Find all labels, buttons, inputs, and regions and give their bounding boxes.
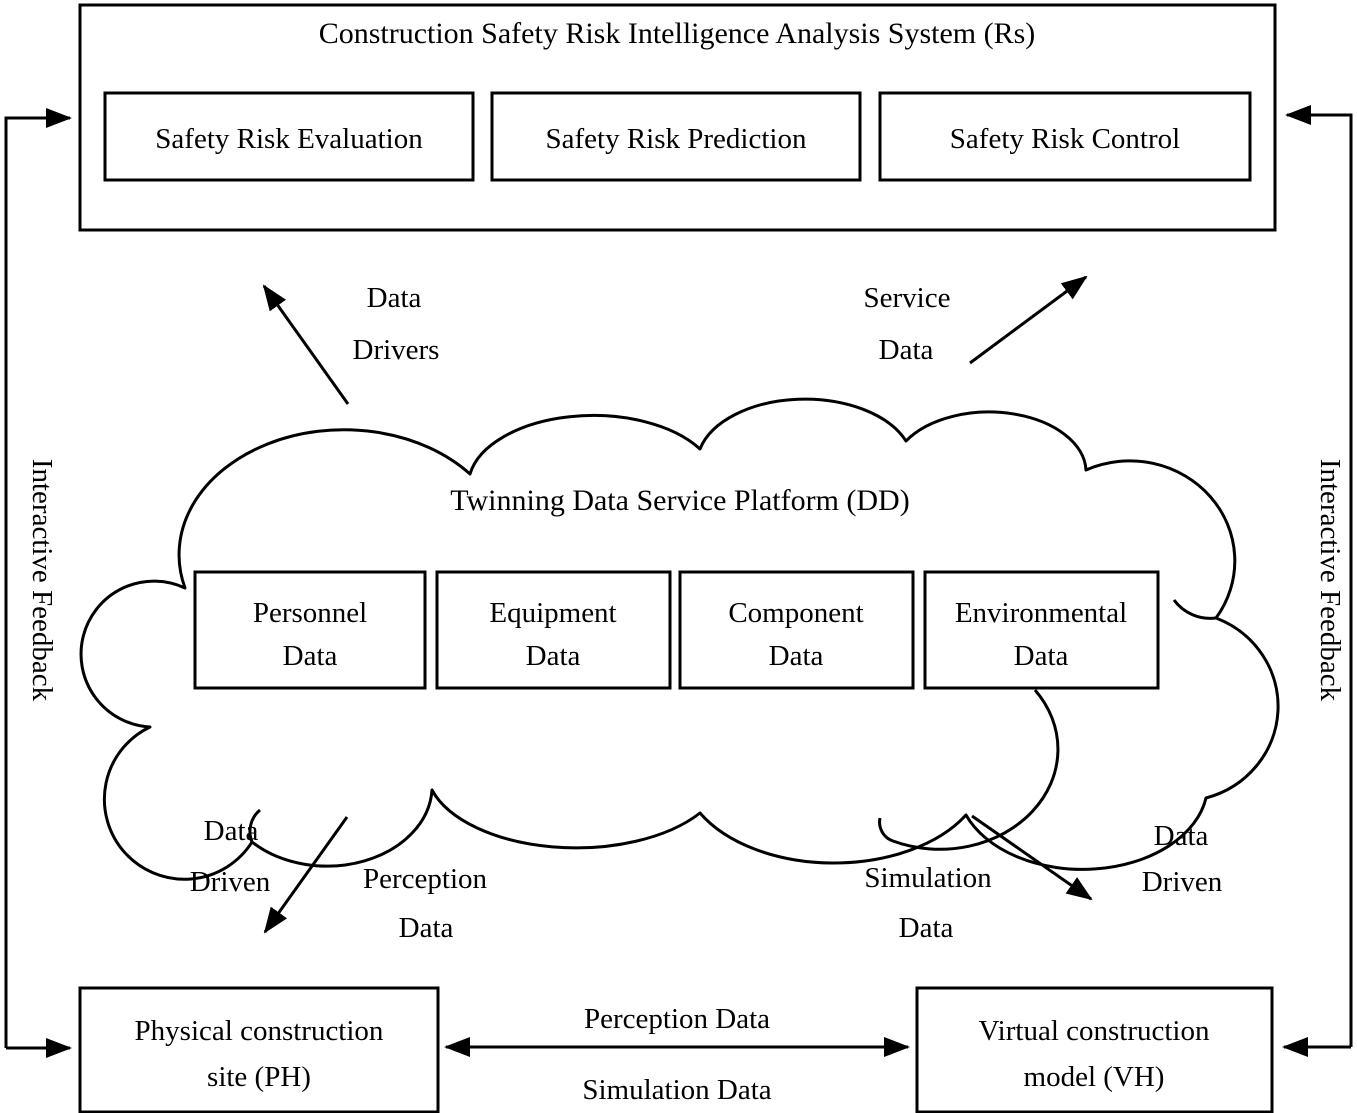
environmental-data-box (923, 570, 1160, 690)
simulation-data-horizontal-label: Simulation Data (582, 1074, 771, 1106)
virtual-model-label-line1: Virtual construction (978, 1015, 1210, 1047)
perception-data-down-label-line2: Data (399, 912, 454, 944)
data-driven-left-label-line2: Driven (190, 866, 271, 898)
simulation-data-down-label-line2: Data (899, 912, 954, 944)
cloud-to-system-flows: Data Drivers Service Data (262, 275, 1088, 405)
analysis-system-container: Construction Safety Risk Intelligence An… (78, 3, 1277, 232)
data-driven-right-arrow (971, 814, 1093, 901)
interactive-feedback-right-label: Interactive Feedback (1314, 459, 1346, 702)
safety-risk-control-box (878, 91, 1252, 182)
component-data-box (678, 570, 915, 690)
component-data-label-line2: Data (769, 640, 824, 672)
personnel-data-box (193, 570, 427, 690)
data-driven-left-arrow (263, 816, 349, 934)
physical-site-box (78, 986, 440, 1113)
data-driven-right-label-line1: Data (1154, 820, 1209, 852)
equipment-data-label-line1: Equipment (489, 597, 616, 629)
data-drivers-label-line1: Data (367, 282, 422, 314)
safety-risk-evaluation-box (103, 91, 475, 182)
twinning-data-platform-cloud: Twinning Data Service Platform (DD) Pers… (79, 397, 1280, 881)
data-driven-left-label-line1: Data (204, 815, 259, 847)
service-data-label-line2: Data (879, 334, 934, 366)
service-data-label-line1: Service (864, 282, 951, 314)
equipment-data-box (435, 570, 672, 690)
virtual-model-box (915, 986, 1274, 1113)
perception-data-down-label-line1: Perception (363, 863, 488, 895)
perception-data-horizontal-label: Perception Data (584, 1003, 770, 1035)
safety-risk-prediction-box (490, 91, 862, 182)
interactive-feedback-right-connector: Interactive Feedback (1282, 105, 1353, 1057)
interactive-feedback-left-label: Interactive Feedback (26, 459, 58, 702)
interactive-feedback-left-connector: Interactive Feedback (4, 108, 72, 1058)
physical-site-label-line2: site (PH) (207, 1061, 311, 1093)
cloud-curl-bottom-left (248, 808, 262, 843)
service-data-arrow (969, 275, 1088, 365)
feedback-right-line-top-arrow (1285, 105, 1353, 1047)
environmental-data-label-line1: Environmental (955, 597, 1127, 629)
personnel-data-label-line1: Personnel (253, 597, 367, 629)
simulation-data-down-label-line1: Simulation (864, 862, 992, 894)
data-driven-right-label-line2: Driven (1142, 866, 1223, 898)
cloud-to-twin-flows: Data Driven Perception Data Simulation D… (190, 814, 1223, 944)
virtual-model-label-line2: model (VH) (1024, 1061, 1165, 1093)
data-drivers-label-line2: Drivers (353, 334, 440, 366)
component-data-label-line1: Component (728, 597, 863, 629)
cloud-curl-right (1172, 599, 1217, 620)
safety-risk-prediction-label: Safety Risk Prediction (546, 123, 807, 155)
physical-virtual-row: Physical construction site (PH) Virtual … (78, 986, 1274, 1113)
personnel-data-label-line2: Data (283, 640, 338, 672)
safety-risk-evaluation-label: Safety Risk Evaluation (155, 123, 423, 155)
physical-site-label-line1: Physical construction (135, 1015, 384, 1047)
feedback-left-line-top-arrow (4, 108, 72, 1048)
data-drivers-arrow (262, 284, 350, 405)
platform-title: Twinning Data Service Platform (DD) (450, 484, 909, 517)
analysis-system-title: Construction Safety Risk Intelligence An… (319, 17, 1036, 50)
environmental-data-label-line2: Data (1014, 640, 1069, 672)
safety-risk-control-label: Safety Risk Control (950, 123, 1180, 155)
equipment-data-label-line2: Data (526, 640, 581, 672)
